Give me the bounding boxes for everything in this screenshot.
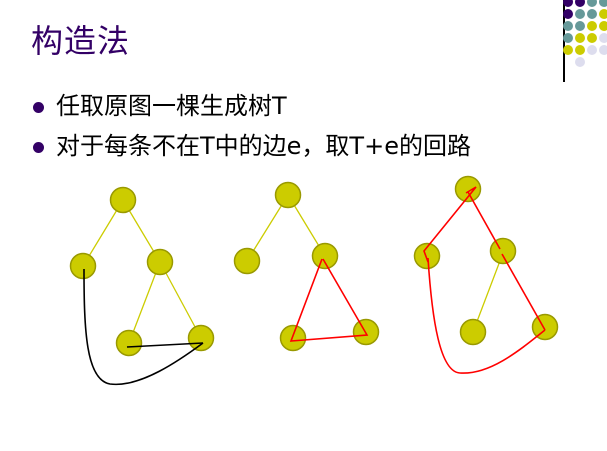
slide-title: 构造法 bbox=[31, 22, 131, 60]
diagram-cycle-one bbox=[233, 181, 380, 352]
diagram-cycle-two bbox=[413, 175, 559, 374]
bullet-list: 任取原图一棵生成树T 对于每条不在T中的边e，取T+e的回路 bbox=[30, 86, 471, 166]
diagram-spanning-tree bbox=[69, 186, 215, 386]
bullet-item: 任取原图一棵生成树T bbox=[30, 86, 471, 126]
decorative-dot-grid bbox=[563, 0, 607, 67]
bullet-dot-icon bbox=[33, 102, 44, 113]
bullet-item: 对于每条不在T中的边e，取T+e的回路 bbox=[30, 126, 471, 166]
bullet-dot-icon bbox=[33, 142, 44, 153]
